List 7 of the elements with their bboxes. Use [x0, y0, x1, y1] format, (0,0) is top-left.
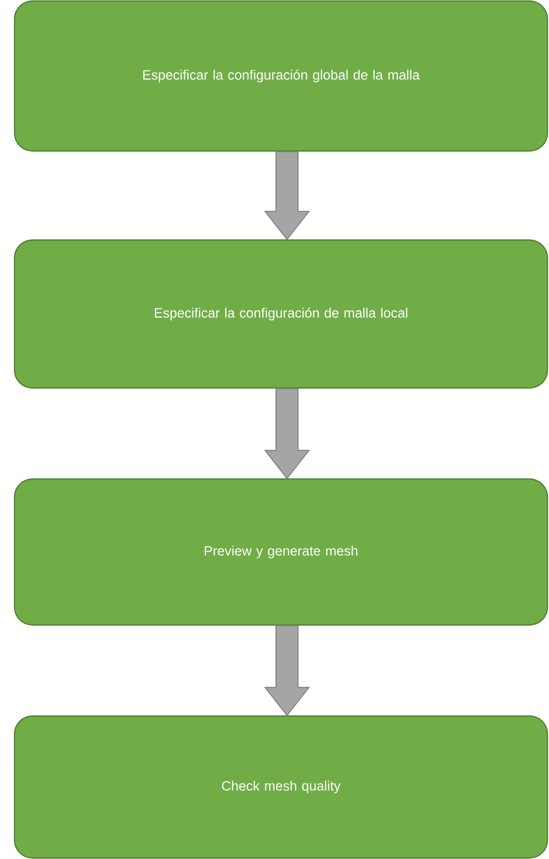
block-arrow: [264, 151, 310, 240]
process-box: Preview y generate mesh: [14, 478, 548, 626]
process-box: Especificar la configuración de malla local: [14, 239, 548, 389]
block-arrow: [264, 388, 310, 480]
process-box: Especificar la configuración global de la malla: [14, 0, 548, 152]
process-box: Check mesh quality: [14, 715, 548, 859]
block-arrow: [264, 625, 310, 716]
